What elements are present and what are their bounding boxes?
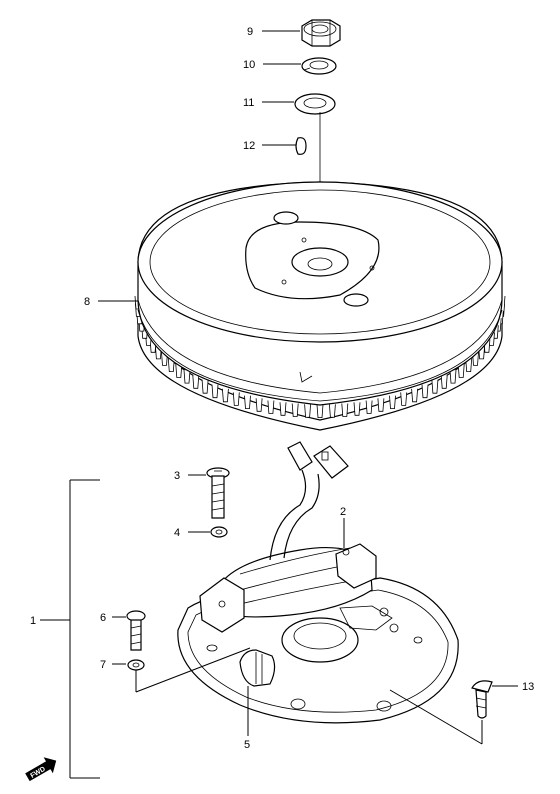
gear-tooth (192, 375, 200, 389)
clamp-part-5 (239, 649, 276, 687)
callout-6: 6 (100, 612, 106, 624)
gear-tooth (449, 370, 457, 384)
callout-9: 9 (247, 26, 253, 38)
gear-tooth (201, 380, 209, 394)
washer-part-11 (294, 93, 336, 115)
forward-direction-arrow: FWD (25, 757, 57, 782)
callout-7: 7 (100, 659, 106, 671)
woodruff-key-part-12 (295, 137, 307, 155)
gear-tooth (255, 398, 263, 412)
lock-washer-part-7 (127, 659, 145, 671)
gear-tooth (411, 388, 418, 403)
callout-12: 12 (243, 140, 255, 152)
gear-tooth (211, 384, 219, 399)
gear-tooth (291, 403, 299, 417)
screw-part-3 (206, 467, 230, 519)
gear-tooth (183, 370, 191, 384)
callout-8: 8 (84, 296, 90, 308)
gear-tooth (400, 392, 408, 406)
leader-lines (40, 30, 518, 779)
callout-10: 10 (243, 59, 255, 71)
nut-part-9 (301, 19, 341, 47)
gear-tooth (244, 395, 251, 409)
screw-part-6 (126, 610, 146, 651)
gear-tooth (304, 404, 311, 418)
callout-13: 13 (522, 681, 534, 693)
gear-tooth (353, 402, 361, 416)
gear-tooth (377, 398, 385, 412)
gear-tooth (316, 404, 324, 418)
charge-coil-part-2 (199, 441, 377, 633)
callout-11: 11 (243, 97, 254, 109)
gear-tooth (329, 404, 336, 418)
gear-tooth (279, 402, 287, 416)
callout-3: 3 (174, 470, 180, 482)
lock-washer-part-4 (210, 526, 228, 538)
fwd-label: FWD (29, 766, 46, 780)
gear-tooth (175, 364, 183, 378)
gear-tooth (232, 392, 240, 406)
callout-5: 5 (244, 739, 250, 751)
gear-tooth (431, 380, 439, 394)
gear-tooth (421, 384, 429, 399)
gear-tooth (389, 395, 396, 409)
gear-tooth (341, 403, 349, 417)
callout-4: 4 (174, 527, 180, 539)
callout-1: 1 (30, 615, 36, 627)
gear-tooth (365, 400, 373, 414)
gear-tooth (222, 388, 229, 403)
flywheel-part-8 (134, 181, 506, 431)
spring-washer-part-10 (301, 57, 337, 75)
gear-tooth (457, 364, 465, 378)
callout-2: 2 (340, 506, 346, 518)
gear-tooth (267, 400, 275, 414)
callout-labels: 9 10 11 12 8 3 2 4 1 6 7 13 5 (30, 26, 534, 751)
screw-part-13 (471, 680, 493, 719)
gear-tooth (440, 375, 448, 389)
